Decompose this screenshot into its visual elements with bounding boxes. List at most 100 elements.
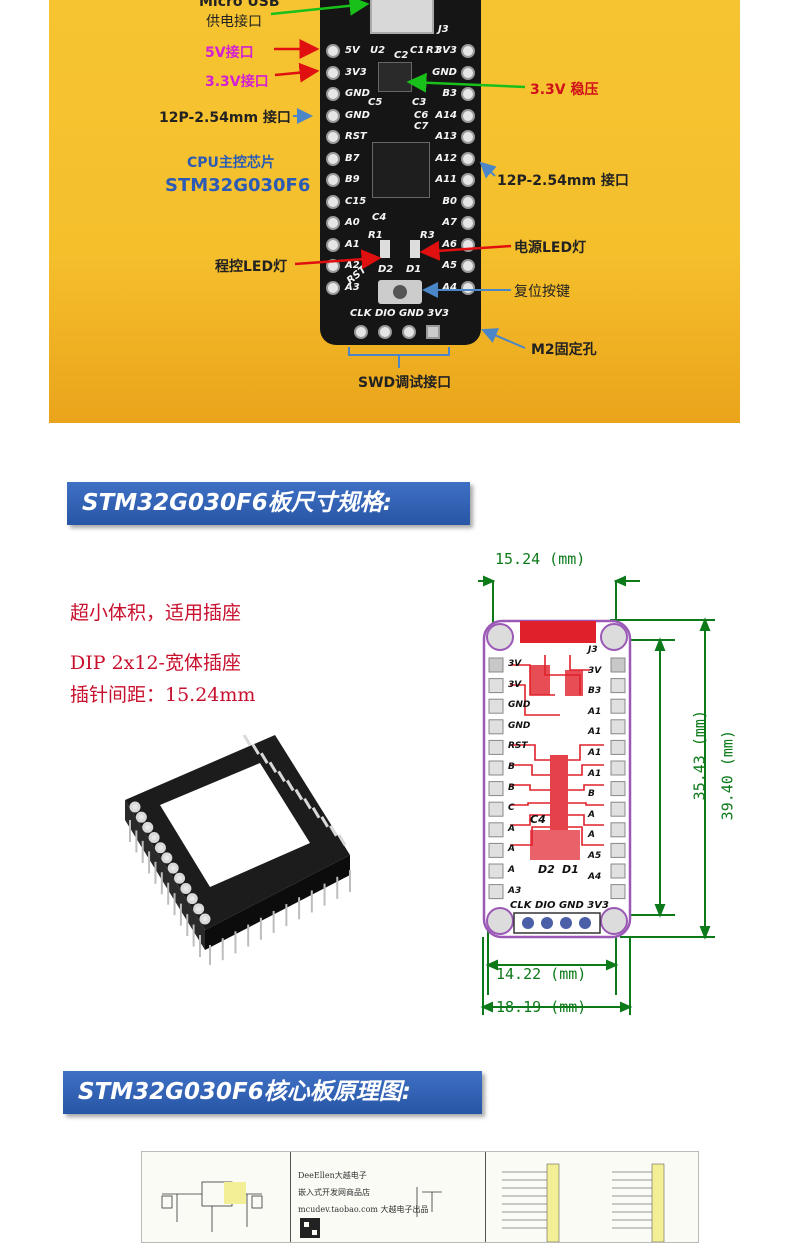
silk-left-pin: A2: [345, 260, 360, 271]
silk-right-pin: A6: [442, 238, 457, 250]
silk-c4: C4: [372, 212, 387, 223]
label-right-header: 12P-2.54mm 接口: [497, 173, 629, 189]
swd-pin: [378, 325, 392, 339]
label-swd-port: SWD调试接口: [358, 375, 452, 391]
silk-right-pin: GND: [432, 66, 457, 78]
pcb-dimension-drawing: [478, 575, 715, 1015]
pcb-silk-right-label: A4: [588, 871, 602, 882]
pcb-swd-pad: [522, 917, 534, 929]
dip-socket-hole: [148, 832, 160, 844]
section-title-schematic: STM32G030F6核心板原理图:: [63, 1071, 482, 1114]
pcb-pad: [610, 842, 626, 858]
header-pin-right: [461, 173, 475, 187]
label-3v3-regulator: 3.3V 稳压: [530, 82, 599, 98]
dip-socket-hole: [199, 913, 211, 925]
dip-socket-hole: [193, 903, 205, 915]
pcb-silk-d2: D2: [538, 863, 555, 876]
dip-socket-hole: [129, 801, 141, 813]
pcb-swd-pad: [560, 917, 572, 929]
pcb-pad: [488, 863, 504, 879]
pcb-silk-left-label: A: [508, 865, 515, 875]
pcb-swd-pad: [579, 917, 591, 929]
swd-pin: [402, 325, 416, 339]
label-cpu-model: STM32G030F6: [165, 175, 311, 196]
header-pin-left: [326, 44, 340, 58]
arrow-usb: [270, 0, 370, 16]
silk-right-pin: A13: [435, 131, 457, 142]
pcb-silk-right-label: 3V: [588, 665, 602, 676]
header-pin-right: [461, 44, 475, 58]
label-micro-usb: Micro USB: [199, 0, 280, 10]
pcb-silk-right-label: A: [588, 809, 595, 820]
dip-socket-contact: [311, 806, 321, 819]
header-pin-right: [461, 216, 475, 230]
schem-url: mcudev.taobao.com 大越电子出品: [298, 1205, 429, 1214]
arrow-3v3: [274, 62, 320, 83]
silk-j3: J3: [438, 24, 449, 35]
pcb-pad: [610, 698, 626, 714]
arrow-power-led: [419, 240, 512, 261]
silk-left-pin: GND: [345, 88, 370, 99]
silk-left-pin: 3V3: [345, 66, 367, 78]
silk-right-pin: A11: [435, 174, 457, 185]
arrow-prog-led: [294, 249, 382, 270]
section-title-dimensions: STM32G030F6板尺寸规格:: [67, 482, 470, 525]
header-pin-left: [326, 65, 340, 80]
silk-left-pin: GND: [345, 109, 370, 121]
pcb-silk-left-label: 3V: [508, 659, 522, 669]
pcb-silk-d1: D1: [562, 863, 579, 876]
pcb-silk-left-label: C: [508, 803, 515, 814]
silk-swd-labels: CLK DIO GND 3V3: [350, 308, 449, 319]
schematic-preview: DeeEllen大越电子 嵌入式开发网商品店 mcudev.taobao.com…: [141, 1151, 699, 1243]
pcb-pad: [610, 863, 626, 879]
pcb-pad: [488, 884, 504, 900]
pcb-pad: [488, 739, 504, 755]
label-left-header: 12P-2.54mm 接口: [159, 110, 291, 126]
pcb-pad: [610, 739, 626, 755]
label-3v3-port: 3.3V接口: [205, 74, 269, 90]
silk-d2: D2: [378, 264, 394, 275]
dim-inner-height: 35.43 (mm): [690, 710, 709, 801]
pcb-pad: [488, 657, 504, 673]
label-5v-port: 5V接口: [205, 45, 254, 61]
dip-socket-contact: [303, 797, 312, 810]
dip-socket-contact: [337, 834, 347, 846]
pcb-pad: [488, 822, 504, 838]
silk-right-pin: A4: [442, 281, 457, 293]
header-pin-left: [326, 280, 340, 295]
dip-socket-hole: [180, 882, 192, 894]
header-pin-right: [461, 108, 475, 123]
pcb-silk-right-label: A1: [588, 768, 602, 779]
silk-c3: C3: [412, 97, 427, 108]
label-m2-hole: M2固定孔: [531, 342, 597, 358]
header-pin-left: [326, 194, 340, 209]
silk-c1: C1: [410, 45, 425, 56]
label-power-led: 电源LED灯: [514, 240, 587, 256]
pcb-silk-right-label: A5: [588, 851, 602, 861]
pcb-pad: [488, 760, 504, 776]
silk-r1-b: R1: [368, 230, 383, 241]
pcb-pad: [610, 657, 626, 673]
silk-c7: C7: [414, 121, 429, 132]
power-led: [410, 240, 420, 258]
silk-left-pin: 5V: [345, 45, 360, 56]
pcb-silk-left-label: B: [508, 762, 515, 772]
dip-socket-hole: [154, 842, 166, 854]
label-cpu-chip: CPU主控芯片: [187, 155, 275, 171]
dip-socket-contact: [242, 734, 252, 746]
label-reset-button: 复位按键: [514, 284, 570, 300]
header-pin-right: [461, 87, 475, 101]
silk-left-pin: C15: [345, 195, 367, 207]
dip-socket-contact: [277, 770, 286, 783]
header-pin-left: [326, 108, 340, 123]
header-pin-left: [326, 216, 340, 230]
header-pin-right: [461, 194, 475, 209]
dim-outer-width: 18.19 (mm): [496, 998, 587, 1016]
dip-socket-contact: [285, 779, 295, 792]
silk-right-pin: A14: [435, 109, 457, 121]
silk-right-pin: A12: [435, 152, 457, 164]
arrow-m2: [481, 328, 526, 349]
pcb-pad: [610, 801, 626, 817]
dip-socket-contact: [294, 788, 304, 801]
header-pin-right: [461, 65, 475, 80]
